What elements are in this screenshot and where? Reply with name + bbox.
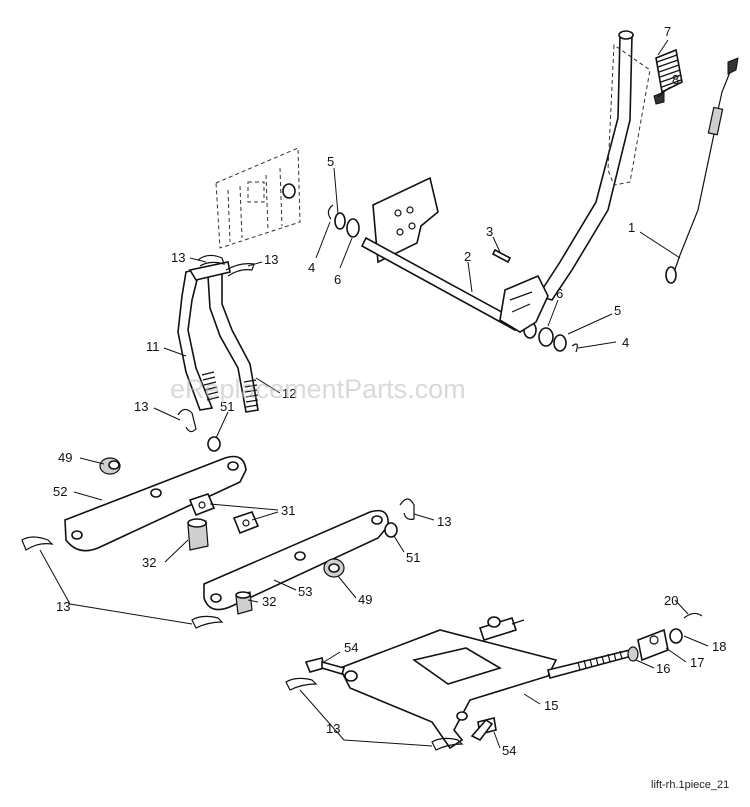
hairpin-arm-left	[21, 536, 54, 551]
trunnion-31	[188, 493, 260, 535]
lift-link-11	[177, 266, 220, 411]
callout-16: 16	[656, 661, 670, 676]
adjust-trunnion	[627, 612, 703, 662]
callout-20: 20	[664, 593, 678, 608]
callout-2: 2	[464, 249, 471, 264]
callout-13-c: 13	[134, 399, 148, 414]
lift-arm-53	[203, 509, 389, 611]
callout-49-b: 49	[358, 592, 372, 607]
bolt-54-lower	[470, 717, 497, 742]
callout-15: 15	[544, 698, 558, 713]
callout-8: 8	[672, 72, 679, 87]
bolt-54-upper	[304, 657, 346, 675]
callout-3: 3	[486, 224, 493, 239]
handle-spring	[653, 48, 683, 105]
callout-13-a: 13	[171, 250, 185, 265]
callout-1: 1	[628, 220, 635, 235]
washer-51-right	[384, 522, 398, 538]
callout-13-f: 13	[326, 721, 340, 736]
callout-6-top: 6	[334, 272, 341, 287]
callout-4-right: 4	[622, 335, 629, 350]
hairpin-mid-right	[399, 498, 415, 520]
callout-11: 11	[146, 339, 160, 354]
callout-54-b: 54	[502, 743, 516, 758]
bushing-32-lower	[235, 591, 253, 615]
hairpin-arm-lower	[191, 615, 224, 629]
callout-49-a: 49	[58, 450, 72, 465]
callout-7: 7	[664, 24, 671, 39]
callout-52: 52	[53, 484, 67, 499]
hairpin-bottom-upper	[285, 677, 318, 691]
callout-31: 31	[281, 503, 295, 518]
hairpin-bottom-lower	[431, 737, 464, 751]
callout-53: 53	[298, 584, 312, 599]
lift-shaft-assembly	[327, 176, 578, 353]
leader-lines	[39, 39, 709, 749]
hairpin-top-right	[225, 263, 255, 277]
callout-5-right: 5	[614, 303, 621, 318]
callout-32-b: 32	[262, 594, 276, 609]
callout-13-b: 13	[264, 252, 278, 267]
callout-51-a: 51	[220, 399, 234, 414]
callout-13-d: 13	[437, 514, 451, 529]
hairpin-mid-left	[177, 408, 197, 433]
bushing-49-right	[323, 558, 345, 578]
callout-6-right: 6	[556, 286, 563, 301]
lift-handle	[499, 30, 651, 333]
callout-18: 18	[712, 639, 726, 654]
callout-54-a: 54	[344, 640, 358, 655]
frame-bracket-dashed	[215, 147, 301, 249]
lift-cable	[665, 57, 739, 284]
washer-51-upper	[207, 436, 221, 452]
lift-arm-52	[64, 455, 247, 552]
callout-13-e: 13	[56, 599, 70, 614]
callout-12: 12	[282, 386, 296, 401]
hairpin-top-left	[197, 254, 225, 267]
front-hanger-15	[338, 616, 634, 750]
callout-labels: 7 8 1 3 2 5 4 6 6 5 4 13 13 11 12 13 51 …	[53, 24, 726, 758]
lift-link-12	[188, 261, 259, 413]
callout-5-top: 5	[327, 154, 334, 169]
callout-51-b: 51	[406, 550, 420, 565]
bushing-32-upper	[187, 518, 209, 551]
pin-3	[491, 248, 512, 264]
bushing-49-left	[99, 457, 121, 475]
watermark: eReplacementParts.com	[170, 374, 466, 404]
callout-32-a: 32	[142, 555, 156, 570]
callout-17: 17	[690, 655, 704, 670]
diagram-caption: lift-rh.1piece_21	[651, 779, 729, 791]
callout-4-top: 4	[308, 260, 315, 275]
